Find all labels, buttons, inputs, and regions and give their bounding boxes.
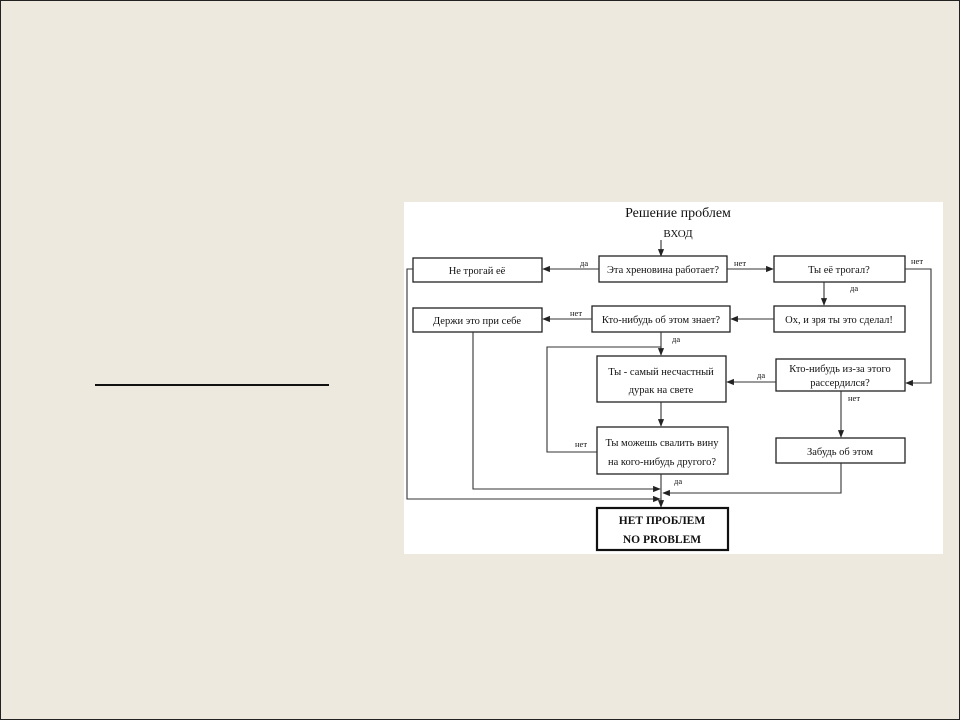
node-oh-no-box bbox=[773, 305, 906, 333]
node-blame-box bbox=[596, 426, 729, 475]
label-yes-4: да bbox=[757, 370, 765, 380]
node-upset-line1: Кто-нибудь из-за этого bbox=[789, 364, 891, 375]
flowchart-diagram: Решение проблем ВХОД Эта хреновина работ… bbox=[406, 206, 932, 552]
arrow-blame-loop bbox=[546, 346, 661, 453]
node-oh-no: Ох, и зря ты это сделал! bbox=[785, 315, 893, 326]
label-yes-2: да bbox=[850, 283, 858, 293]
label-no-2: нет bbox=[911, 256, 923, 266]
node-no-problem-ru: НЕТ ПРОБЛЕМ bbox=[619, 515, 706, 527]
label-yes-3: да bbox=[672, 334, 680, 344]
node-keep-secret: Держи это при себе bbox=[433, 316, 521, 327]
node-blame-line1: Ты можешь свалить вину bbox=[605, 438, 719, 449]
label-no-4: нет bbox=[848, 393, 860, 403]
node-touched-box bbox=[773, 255, 906, 283]
flowchart-image: Решение проблем ВХОД Эта хреновина работ… bbox=[404, 202, 943, 554]
node-touched: Ты её трогал? bbox=[808, 265, 870, 276]
node-fool-line1: Ты - самый несчастный bbox=[608, 367, 714, 378]
flowchart-title: Решение проблем bbox=[625, 206, 731, 221]
node-dont-touch-box bbox=[412, 257, 543, 283]
divider-line bbox=[95, 384, 329, 386]
node-forget: Забудь об этом bbox=[807, 447, 873, 458]
label-no-5: нет bbox=[575, 439, 587, 449]
arrow-forget-to-no-problem bbox=[662, 463, 842, 497]
node-works: Эта хреновина работает? bbox=[607, 265, 719, 276]
node-blame-line2: на кого-нибудь другого? bbox=[608, 457, 716, 468]
label-no-3: нет bbox=[570, 308, 582, 318]
node-no-problem-en: NO PROBLEM bbox=[623, 534, 701, 546]
label-yes-1: да bbox=[580, 258, 588, 268]
node-dont-touch: Не трогай её bbox=[449, 266, 506, 277]
node-anyone-knows: Кто-нибудь об этом знает? bbox=[602, 315, 720, 326]
node-forget-box bbox=[775, 437, 906, 464]
node-upset-box bbox=[775, 358, 906, 392]
arrow-touched-to-upset bbox=[905, 268, 932, 387]
entry-label: ВХОД bbox=[663, 228, 693, 240]
node-keep-secret-box bbox=[412, 307, 543, 333]
arrow-keep-to-no-problem bbox=[472, 332, 661, 493]
node-no-problem-box bbox=[595, 506, 730, 552]
label-yes-5: да bbox=[674, 476, 682, 486]
arrow-dont-touch-to-no-problem bbox=[406, 268, 661, 503]
node-upset-line2: рассердился? bbox=[810, 378, 870, 389]
label-no-1: нет bbox=[734, 258, 746, 268]
node-fool-line2: дурак на свете bbox=[629, 385, 694, 396]
node-fool-box bbox=[596, 355, 727, 403]
